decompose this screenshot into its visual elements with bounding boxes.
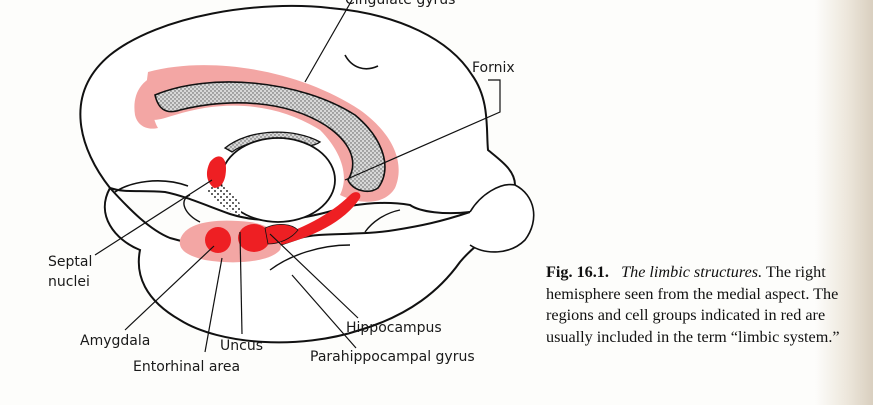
corpus-callosum (154, 81, 386, 192)
leader-line-uncus (239, 231, 243, 335)
label-cingulate: Cingulate gyrus (345, 0, 455, 8)
septal-stipple (205, 186, 242, 216)
label-fornix: Fornix (472, 60, 515, 76)
page-edge-shadow (815, 0, 873, 405)
label-septal-line1: Septal (48, 254, 92, 270)
leader-line-hippocampus (269, 233, 359, 319)
caption-number: Fig. 16.1. (546, 263, 609, 281)
leader-line-fornix (344, 79, 501, 181)
sulcus-line (114, 180, 189, 193)
uncus-red (238, 224, 270, 252)
sulcus-line (344, 54, 379, 70)
label-uncus: Uncus (220, 338, 263, 354)
leader-line-amygdala (124, 245, 215, 331)
cingulate-band (134, 72, 165, 129)
figure-caption: Fig. 16.1. The limbic structures. The ri… (546, 262, 858, 348)
label-amygdala: Amygdala (80, 333, 150, 349)
sulcus-line (364, 209, 401, 233)
label-septal-line2: nuclei (48, 274, 90, 290)
label-hippocampus: Hippocampus (346, 320, 442, 336)
leader-line-parahippocampal (291, 274, 357, 349)
sulcus-line (269, 244, 351, 271)
sulcus-line (183, 194, 201, 223)
label-parahippocampal: Parahippocampal gyrus (310, 349, 475, 365)
leader-line-cingulate (304, 0, 353, 83)
leader-line-entorhinal (204, 257, 223, 353)
hippocampus-red (264, 224, 299, 245)
cerebellum-outline (469, 183, 535, 253)
caption-body: The right hemisphere seen from the media… (546, 263, 840, 346)
amygdala-red (205, 227, 231, 253)
label-entorhinal: Entorhinal area (133, 359, 240, 375)
leader-line-septal (94, 179, 213, 256)
caption-title: The limbic structures. (621, 263, 763, 281)
